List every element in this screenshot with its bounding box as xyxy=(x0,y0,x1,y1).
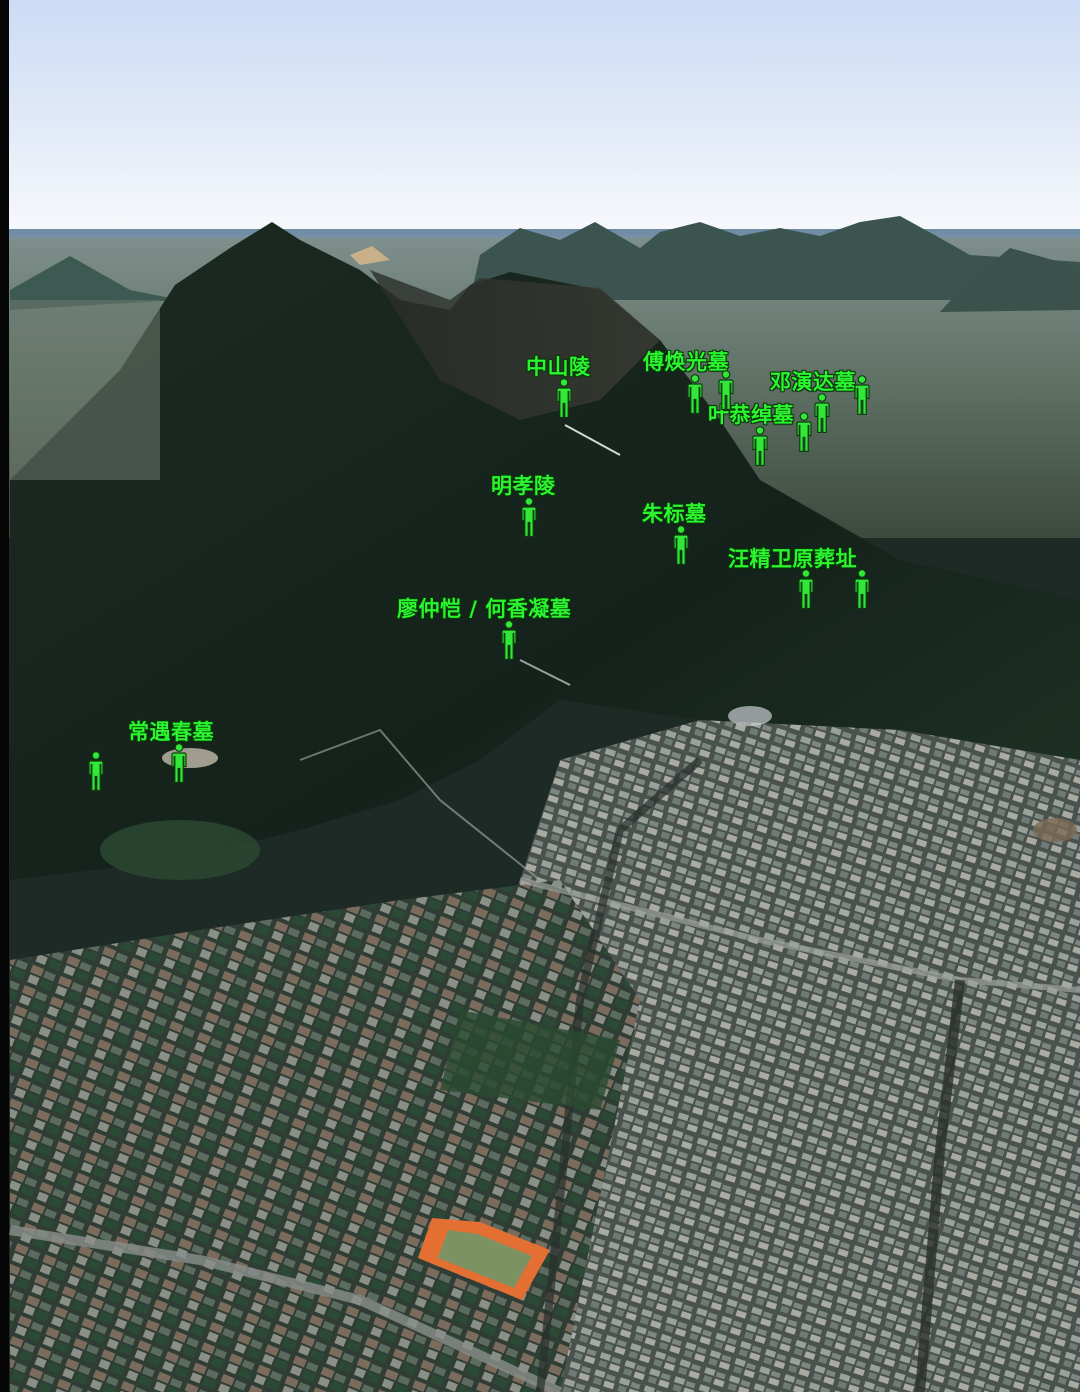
label-fuhuanguang[interactable]: 傅焕光墓 xyxy=(643,350,729,374)
label-mingxiaoling[interactable]: 明孝陵 xyxy=(491,474,556,498)
person-pin-icon[interactable] xyxy=(718,370,734,410)
person-pin-icon[interactable] xyxy=(687,374,703,414)
person-pin-icon[interactable] xyxy=(88,751,104,791)
person-pin-icon[interactable] xyxy=(556,378,572,418)
person-pin-icon[interactable] xyxy=(752,426,768,466)
person-pin-icon[interactable] xyxy=(171,743,187,783)
person-pin-icon[interactable] xyxy=(521,497,537,537)
label-liaozhongkai-hexiangning[interactable]: 廖仲恺 / 何香凝墓 xyxy=(397,597,572,621)
sky xyxy=(0,0,1080,232)
person-pin-icon[interactable] xyxy=(796,412,812,452)
person-pin-icon[interactable] xyxy=(854,375,870,415)
label-changyuchun[interactable]: 常遇春墓 xyxy=(128,720,214,744)
label-dengyanda[interactable]: 邓演达墓 xyxy=(770,370,856,394)
person-pin-icon[interactable] xyxy=(798,569,814,609)
label-wangjingwei[interactable]: 汪精卫原葬址 xyxy=(728,547,857,571)
left-edge-bar xyxy=(0,0,9,1392)
person-pin-icon[interactable] xyxy=(673,525,689,565)
person-pin-icon[interactable] xyxy=(854,569,870,609)
person-pin-icon[interactable] xyxy=(501,620,517,660)
label-zhongshanling[interactable]: 中山陵 xyxy=(526,355,591,379)
label-zhubiao[interactable]: 朱标墓 xyxy=(642,502,707,526)
person-pin-icon[interactable] xyxy=(814,393,830,433)
